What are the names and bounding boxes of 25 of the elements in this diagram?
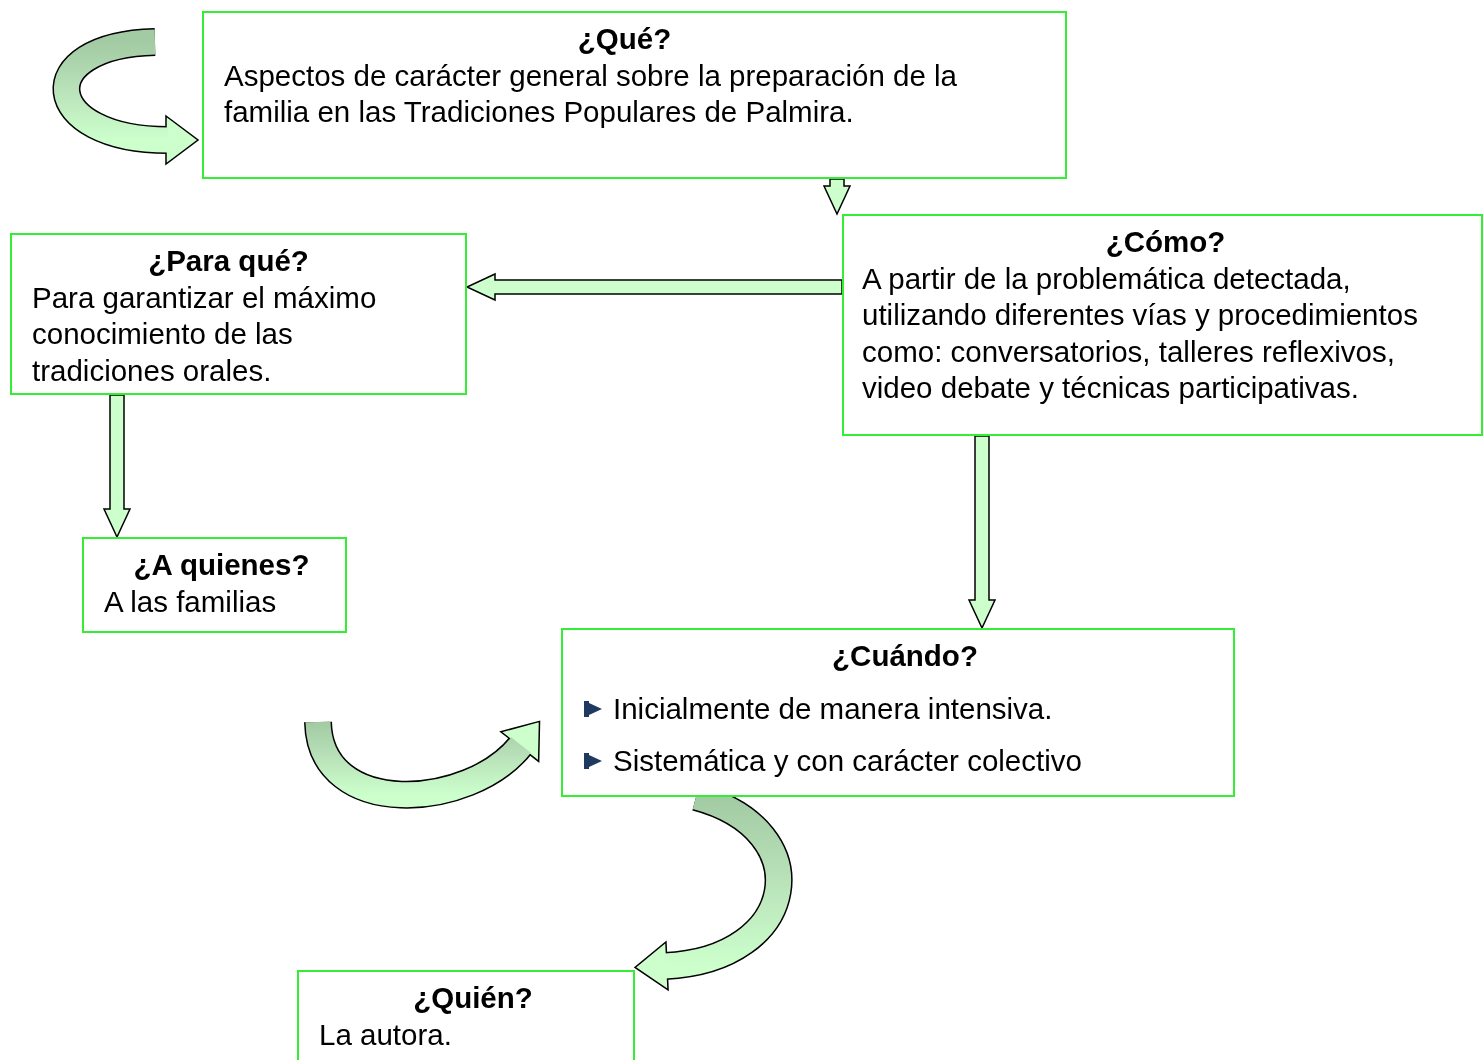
body-text: Aspectos de carácter general sobre la preparación de la familia en las Tradiciones Populares de Palmira. [224, 57, 959, 130]
list-item: Inicialmente de manera intensiva. [613, 690, 1053, 727]
body-text: A las familias [104, 583, 278, 620]
body-text: Para garantizar el máximo conocimiento de las tradiciones orales. [32, 279, 378, 389]
block-arrow [465, 272, 843, 302]
heading: ¿Qué? [576, 21, 673, 57]
block-arrow [102, 394, 132, 539]
text-box [561, 628, 1235, 797]
curved-arrow [304, 719, 543, 809]
heading: ¿Cómo? [1104, 224, 1227, 260]
text-box [202, 11, 1067, 179]
block-arrow [967, 435, 997, 630]
heading: ¿A quienes? [132, 547, 311, 583]
list-item: Sistemática y con carácter colectivo [613, 743, 1082, 779]
text-box [10, 233, 467, 395]
body-text: A partir de la problemática detectada, utilizando diferentes vías y procedimientos como: conversatorios, talleres reflexivos, video debate y técnicas participativas. [862, 260, 1419, 406]
text-box [842, 214, 1483, 436]
heading: ¿Para qué? [147, 243, 310, 279]
curved-arrow [52, 28, 199, 165]
heading: ¿Cuándo? [831, 638, 979, 674]
heading: ¿Quién? [412, 980, 534, 1016]
text-box [82, 537, 347, 633]
text-box [297, 970, 635, 1060]
block-arrow [822, 178, 852, 216]
body-text: La autora. [319, 1016, 453, 1053]
